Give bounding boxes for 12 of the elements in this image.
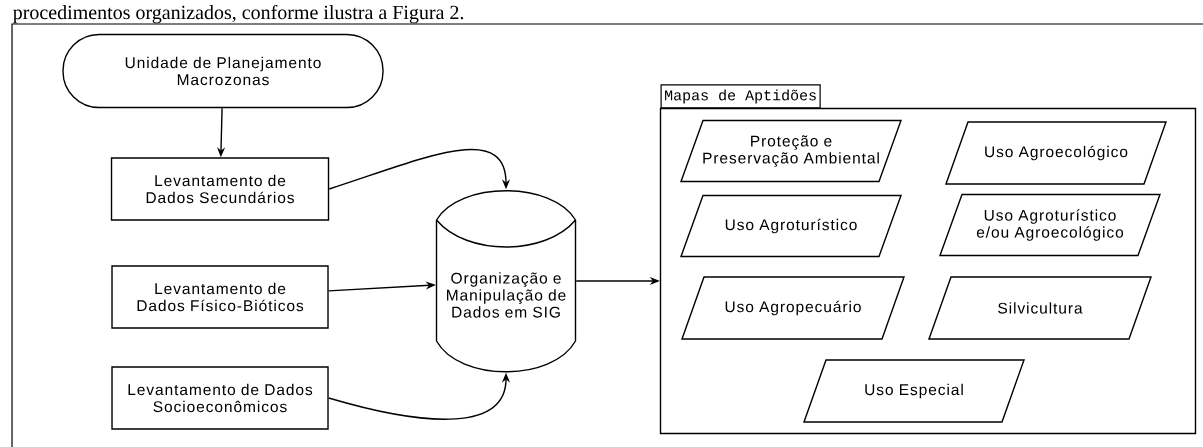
- node-label: Mapas de Aptidões: [665, 89, 816, 104]
- process-box: Levantamento de Dados Secundários: [110, 157, 330, 221]
- arrow: [328, 148, 511, 190]
- parallelogram-box: Uso Agroturístico e/ou Agroecológico: [939, 193, 1161, 257]
- parallelogram-box: Uso Especial: [803, 359, 1025, 423]
- parallelogram-box: Silvicultura: [928, 276, 1152, 340]
- parallelogram-box: Uso Agroecológico: [945, 121, 1167, 185]
- parallelogram-box: Uso Agropecuário: [681, 276, 905, 340]
- process-box: Levantamento de Dados Socioeconômicos: [111, 366, 329, 430]
- parallelogram-box: Proteção e Preservação Ambiental: [680, 119, 902, 183]
- parallelogram-box: Uso Agroturístico: [680, 194, 902, 258]
- process-box: Levantamento de Dados Físico-Bióticos: [111, 265, 329, 329]
